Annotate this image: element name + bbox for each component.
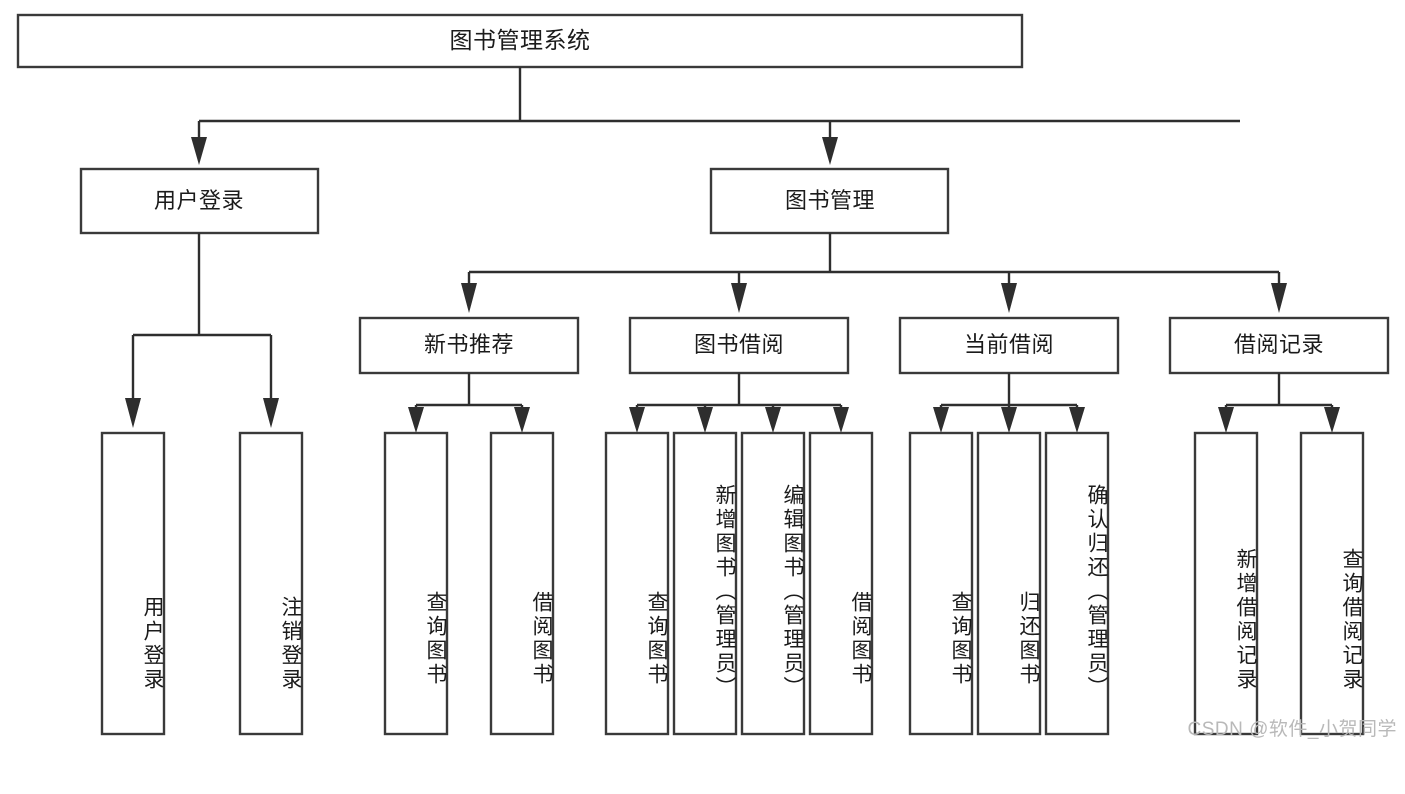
new-book-recommend-label: 新书推荐: [424, 332, 514, 357]
root-box: [16, 13, 1024, 69]
root-label: 图书管理系统: [450, 27, 591, 53]
leaf-box-bb-borrow-book[interactable]: [808, 431, 874, 736]
book-manage-label: 图书管理: [785, 188, 875, 213]
connector-user-login-to-leaves: [125, 233, 279, 428]
connector-book-manage-to-level3: [461, 233, 1287, 313]
node-book-manage[interactable]: 图书管理: [709, 167, 950, 235]
node-root[interactable]: 图书管理系统: [16, 13, 1024, 69]
current-borrow-box: [898, 316, 1120, 375]
leaf-box-user-login[interactable]: [100, 431, 166, 736]
arrow-to-current-borrow: [1001, 283, 1017, 313]
leaf-box-cb-return-book[interactable]: [976, 431, 1042, 736]
arrow-bb-leaf-3: [765, 407, 781, 433]
user-login-box: [79, 167, 320, 235]
user-login-label: 用户登录: [154, 188, 244, 213]
arrow-to-leaf-user-login: [125, 398, 141, 428]
connector-book-borrow-to-leaves: [629, 373, 849, 433]
arrow-to-borrow-record: [1271, 283, 1287, 313]
arrow-to-book-manage: [822, 137, 838, 165]
current-borrow-label: 当前借阅: [964, 332, 1054, 357]
arrow-to-book-borrow: [731, 283, 747, 313]
node-book-borrow[interactable]: 图书借阅: [628, 316, 850, 375]
node-new-book-recommend[interactable]: 新书推荐: [358, 316, 580, 375]
node-current-borrow[interactable]: 当前借阅: [898, 316, 1120, 375]
arrow-to-user-login: [191, 137, 207, 165]
leaf-box-br-add-record[interactable]: [1193, 431, 1259, 736]
arrow-cb-leaf-2: [1001, 407, 1017, 433]
arrow-br-leaf-1: [1218, 407, 1234, 433]
arrow-cb-leaf-3: [1069, 407, 1085, 433]
leaf-box-bb-edit-book[interactable]: [740, 431, 806, 736]
functional-structure-diagram: 图书管理系统 用户登录 图书管理: [16, 13, 1397, 740]
arrow-to-leaf-logout: [263, 398, 279, 428]
arrow-bb-leaf-2: [697, 407, 713, 433]
arrow-to-new-book: [461, 283, 477, 313]
arrow-br-leaf-2: [1324, 407, 1340, 433]
leaf-box-bb-query-book[interactable]: [604, 431, 670, 736]
leaf-box-bb-add-book[interactable]: [672, 431, 738, 736]
leaf-box-nb-borrow-book[interactable]: [489, 431, 555, 736]
leaf-box-br-query-record[interactable]: [1299, 431, 1365, 736]
book-borrow-label: 图书借阅: [694, 332, 784, 357]
connector-new-book-to-leaves: [408, 373, 530, 433]
diagram-canvas: 图书管理系统 用户登录 图书管理: [16, 13, 1390, 736]
arrow-cb-leaf-1: [933, 407, 949, 433]
leaf-box-cb-query-book[interactable]: [908, 431, 974, 736]
connector-root-to-level2: [191, 67, 1240, 165]
borrow-record-label: 借阅记录: [1234, 332, 1324, 357]
node-user-login[interactable]: 用户登录: [79, 167, 320, 235]
leaf-box-cb-confirm-return[interactable]: [1044, 431, 1110, 736]
leaf-box-logout[interactable]: [238, 431, 304, 736]
arrow-nb-leaf-1: [408, 407, 424, 433]
arrow-nb-leaf-2: [514, 407, 530, 433]
csdn-watermark: CSDN @软件_小贺同学: [1187, 719, 1397, 740]
node-borrow-record[interactable]: 借阅记录: [1168, 316, 1390, 375]
arrow-bb-leaf-1: [629, 407, 645, 433]
arrow-bb-leaf-4: [833, 407, 849, 433]
connector-current-borrow-to-leaves: [933, 373, 1085, 433]
connector-borrow-record-to-leaves: [1218, 373, 1340, 433]
leaf-box-nb-query-book[interactable]: [383, 431, 449, 736]
new-book-recommend-box: [358, 316, 580, 375]
